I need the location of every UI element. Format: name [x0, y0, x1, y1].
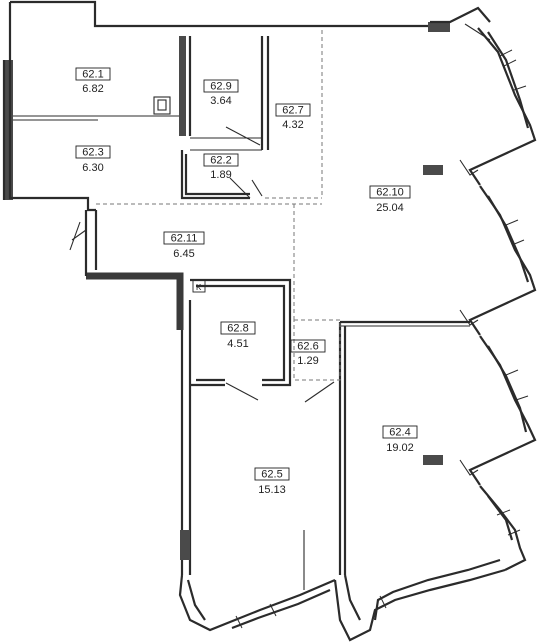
windows	[235, 49, 529, 629]
room-label-62-11: 62.11 6.45	[163, 231, 205, 260]
room-label-62-4: 62.4 19.02	[382, 425, 418, 454]
room-id: 62.2	[210, 155, 231, 167]
room-id: 62.6	[297, 341, 318, 353]
room-label-62-5: 62.5 15.13	[254, 467, 290, 496]
room-area: 6.82	[82, 83, 103, 95]
room-area: 1.29	[297, 355, 318, 367]
room-label-62-3: 62.3 6.30	[75, 145, 111, 174]
doors	[69, 23, 491, 403]
room-id: 62.9	[210, 81, 231, 93]
room-id: 62.3	[82, 147, 103, 159]
interior-walls: K	[13, 36, 470, 590]
room-id: 62.5	[261, 469, 282, 481]
zone-boundaries	[96, 30, 341, 381]
room-label-62-1: 62.1 6.82	[75, 67, 111, 95]
room-label-62-2: 62.2 1.89	[203, 153, 239, 181]
room-id: 62.10	[376, 187, 404, 199]
room-id: 62.4	[389, 427, 410, 439]
room-label-62-9: 62.9 3.64	[203, 79, 239, 107]
room-area: 4.32	[282, 119, 303, 131]
room-id: 62.1	[82, 69, 103, 81]
room-area: 1.89	[210, 169, 231, 181]
room-area: 4.51	[227, 338, 248, 350]
room-area: 6.30	[82, 162, 103, 174]
room-area: 25.04	[376, 202, 404, 214]
room-area: 6.45	[173, 248, 194, 260]
room-area: 19.02	[386, 442, 414, 454]
room-id: 62.8	[227, 323, 248, 335]
room-label-62-8: 62.8 4.51	[220, 321, 256, 350]
room-label-62-10: 62.10 25.04	[369, 185, 411, 214]
kitchen-marker: K	[196, 283, 202, 292]
exterior-walls	[2, 0, 537, 642]
room-label-62-6: 62.6 1.29	[290, 339, 326, 367]
room-area: 15.13	[258, 484, 286, 496]
room-area: 3.64	[210, 95, 231, 107]
room-label-62-7: 62.7 4.32	[275, 103, 311, 131]
room-id: 62.11	[171, 233, 198, 245]
room-id: 62.7	[282, 105, 303, 117]
